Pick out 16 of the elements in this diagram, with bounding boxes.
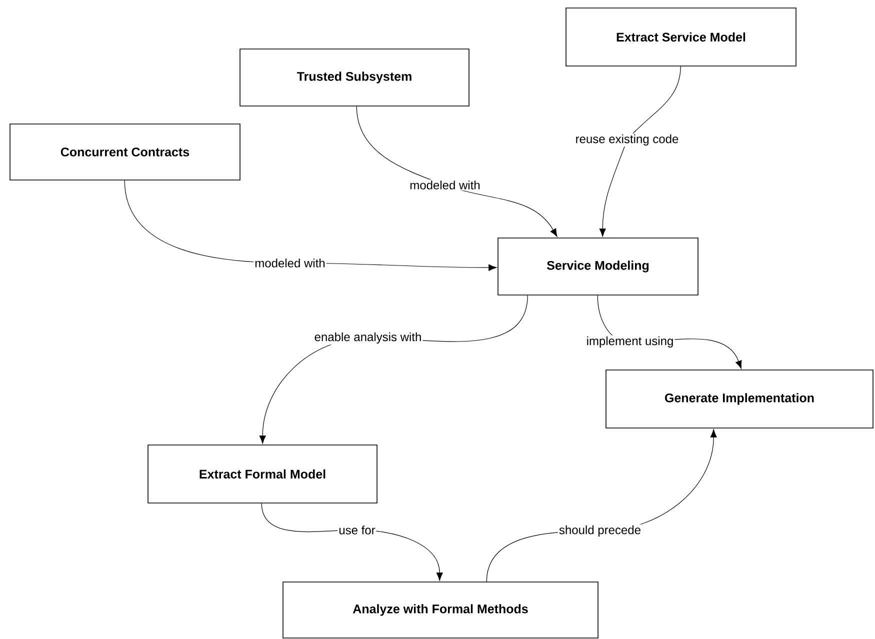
arrow bbox=[356, 106, 558, 237]
arrow bbox=[599, 66, 681, 237]
process-box: Extract Service Model bbox=[566, 8, 796, 66]
process-box: Extract Formal Model bbox=[148, 444, 378, 504]
edge-label: enable analysis with bbox=[313, 331, 423, 345]
process-box: Service Modeling bbox=[498, 238, 698, 296]
edge-label: use for bbox=[338, 524, 376, 536]
edge-label: modeled with bbox=[408, 180, 482, 190]
edge-label: implement using bbox=[585, 335, 675, 349]
edge-label: reuse existing code bbox=[574, 133, 680, 147]
process-box: Trusted Subsystem bbox=[240, 48, 470, 106]
edge-label: modeled with bbox=[254, 258, 326, 268]
process-box: Analyze with Formal Methods bbox=[282, 582, 598, 638]
process-box: Concurrent Contracts bbox=[10, 124, 240, 180]
edge-label: should precede bbox=[558, 524, 642, 538]
process-box: Generate Implementation bbox=[606, 370, 874, 428]
